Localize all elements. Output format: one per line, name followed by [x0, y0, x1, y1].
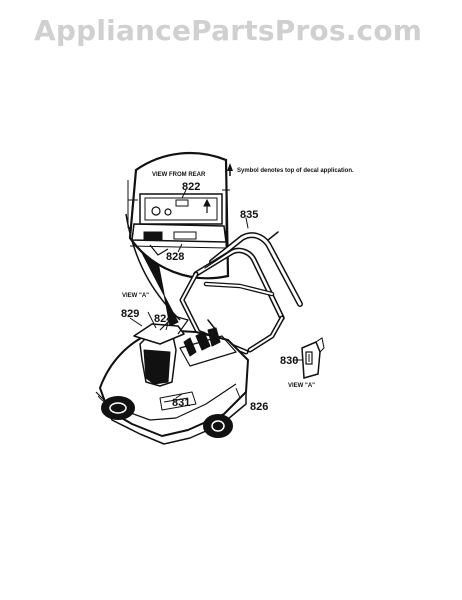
part-831-label: 831	[172, 397, 190, 409]
rear-view-inset	[125, 151, 230, 327]
view-a-detail-label: VIEW "A"	[288, 383, 315, 389]
part-822-label: 822	[182, 181, 200, 193]
wheel-right	[203, 414, 233, 438]
part-828-label: 828	[166, 251, 184, 263]
snowthrower-body	[95, 311, 306, 445]
decal-note-text: Symbol denotes top of decal application.	[237, 168, 354, 174]
view-from-rear-label: VIEW FROM REAR	[152, 172, 206, 178]
wheel-left	[101, 396, 135, 420]
part-835-label: 835	[240, 209, 258, 221]
part-830-label: 830	[280, 355, 298, 367]
view-a-detail	[301, 337, 325, 379]
part-826-label: 826	[250, 401, 268, 413]
view-a-main-label: VIEW "A"	[122, 293, 149, 299]
decal-note: Symbol denotes top of decal application.	[227, 163, 354, 176]
decal-arrow-icon	[227, 163, 233, 171]
part-824-label: 824	[154, 313, 173, 325]
part-829-label: 829	[121, 308, 139, 320]
site-watermark: AppliancePartsPros.com	[34, 14, 423, 47]
